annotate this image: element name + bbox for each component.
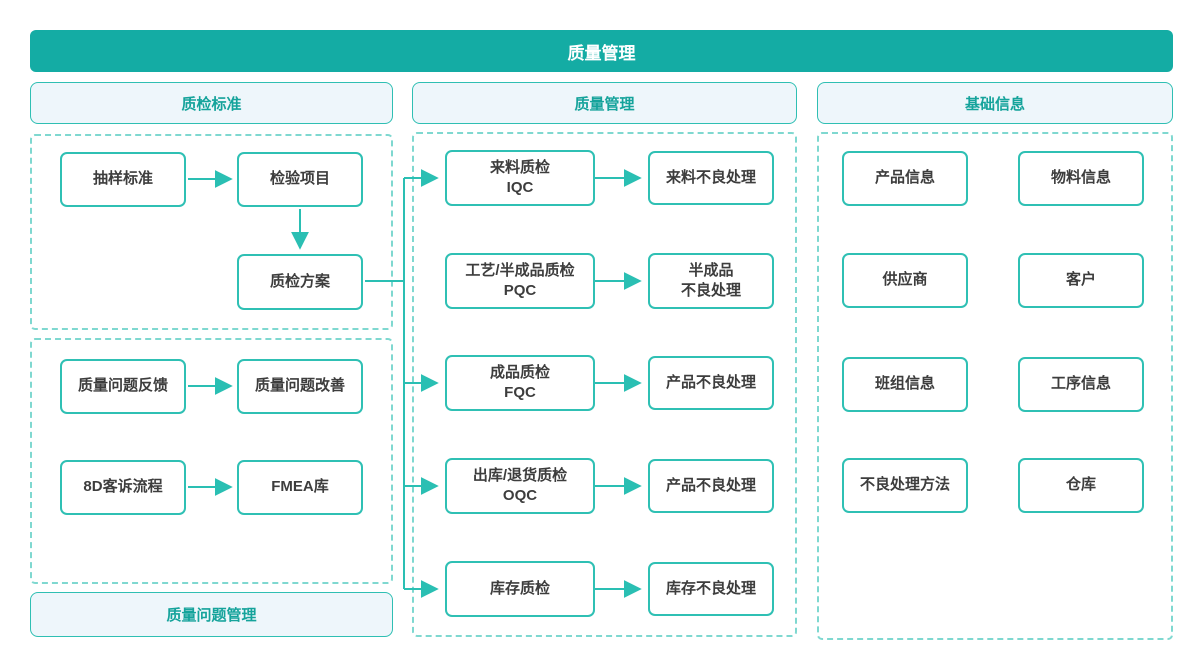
node-defect-handling-method: 不良处理方法	[842, 458, 968, 513]
node-oqc-line1: 出库/退货质检	[472, 466, 568, 484]
node-issue-improvement: 质量问题改善	[237, 359, 363, 414]
node-stock-defect-line1: 库存不良处理	[665, 579, 756, 597]
node-process-info-label: 工序信息	[1050, 375, 1111, 393]
node-8d-complaint-flow-label: 8D客诉流程	[83, 478, 163, 496]
node-fqc-line2: FQC	[504, 384, 536, 401]
section-header-standards-label: 质检标准	[181, 95, 242, 113]
node-fmea-library-label: FMEA库	[271, 478, 329, 496]
node-stock-line1: 库存质检	[489, 579, 550, 597]
section-header-quality: 质量管理	[412, 82, 797, 124]
node-product-info-label: 产品信息	[874, 169, 935, 187]
node-inspection-items: 检验项目	[237, 152, 363, 207]
diagram-title: 质量管理	[567, 43, 636, 63]
node-supplier: 供应商	[842, 253, 968, 308]
node-defect-handling-method-label: 不良处理方法	[859, 476, 950, 494]
node-sampling-standard-label: 抽样标准	[92, 170, 153, 188]
node-iqc: 来料质检 IQC	[445, 150, 595, 206]
diagram-title-banner: 质量管理	[30, 30, 1173, 72]
node-stock-inspection: 库存质检	[445, 561, 595, 617]
node-team-info: 班组信息	[842, 357, 968, 412]
node-customer-label: 客户	[1065, 271, 1096, 289]
node-pqc-defect-line2: 不良处理	[680, 282, 741, 299]
node-issue-feedback-label: 质量问题反馈	[77, 377, 168, 395]
node-warehouse: 仓库	[1018, 458, 1144, 513]
node-pqc-line2: PQC	[503, 282, 537, 299]
section-header-quality-label: 质量管理	[574, 95, 635, 113]
node-supplier-label: 供应商	[882, 271, 928, 289]
node-issue-feedback: 质量问题反馈	[60, 359, 186, 414]
group-basic-info	[817, 132, 1173, 640]
node-inspection-items-label: 检验项目	[269, 170, 330, 188]
group-quality-management	[412, 132, 797, 637]
node-sampling-standard: 抽样标准	[60, 152, 186, 207]
node-material-info-label: 物料信息	[1050, 169, 1111, 187]
section-header-basic-info-label: 基础信息	[964, 95, 1025, 113]
node-product-info: 产品信息	[842, 151, 968, 206]
group-quality-issues	[30, 338, 393, 584]
section-header-basic-info: 基础信息	[817, 82, 1173, 124]
node-warehouse-label: 仓库	[1065, 476, 1096, 494]
node-inspection-plan-label: 质检方案	[269, 272, 330, 290]
node-iqc-defect-line1: 来料不良处理	[665, 168, 756, 186]
node-8d-complaint-flow: 8D客诉流程	[60, 460, 186, 515]
node-stock-defect-handling: 库存不良处理	[648, 562, 774, 616]
section-header-quality-issue-mgmt-label: 质量问题管理	[166, 607, 257, 624]
node-pqc-defect-line1: 半成品	[688, 261, 734, 279]
section-header-standards: 质检标准	[30, 82, 393, 124]
node-fqc-defect-handling: 产品不良处理	[648, 356, 774, 410]
node-oqc-defect-line1: 产品不良处理	[665, 476, 756, 494]
node-fmea-library: FMEA库	[237, 460, 363, 515]
node-oqc-defect-handling: 产品不良处理	[648, 459, 774, 513]
node-iqc-line2: IQC	[506, 179, 534, 196]
node-team-info-label: 班组信息	[874, 375, 935, 393]
node-pqc-line1: 工艺/半成品质检	[465, 261, 575, 279]
section-header-quality-issue-mgmt: 质量问题管理	[30, 592, 393, 637]
node-oqc-line2: OQC	[502, 487, 538, 504]
node-fqc-line1: 成品质检	[489, 363, 550, 381]
node-customer: 客户	[1018, 253, 1144, 308]
node-iqc-line1: 来料质检	[489, 158, 550, 176]
node-fqc: 成品质检 FQC	[445, 355, 595, 411]
node-oqc: 出库/退货质检 OQC	[445, 458, 595, 514]
node-iqc-defect-handling: 来料不良处理	[648, 151, 774, 205]
node-process-info: 工序信息	[1018, 357, 1144, 412]
node-fqc-defect-line1: 产品不良处理	[665, 373, 756, 391]
node-pqc-defect-handling: 半成品 不良处理	[648, 253, 774, 309]
group-inspection-standards	[30, 134, 393, 330]
node-inspection-plan: 质检方案	[237, 254, 363, 310]
node-material-info: 物料信息	[1018, 151, 1144, 206]
node-pqc: 工艺/半成品质检 PQC	[445, 253, 595, 309]
node-issue-improvement-label: 质量问题改善	[254, 377, 345, 395]
